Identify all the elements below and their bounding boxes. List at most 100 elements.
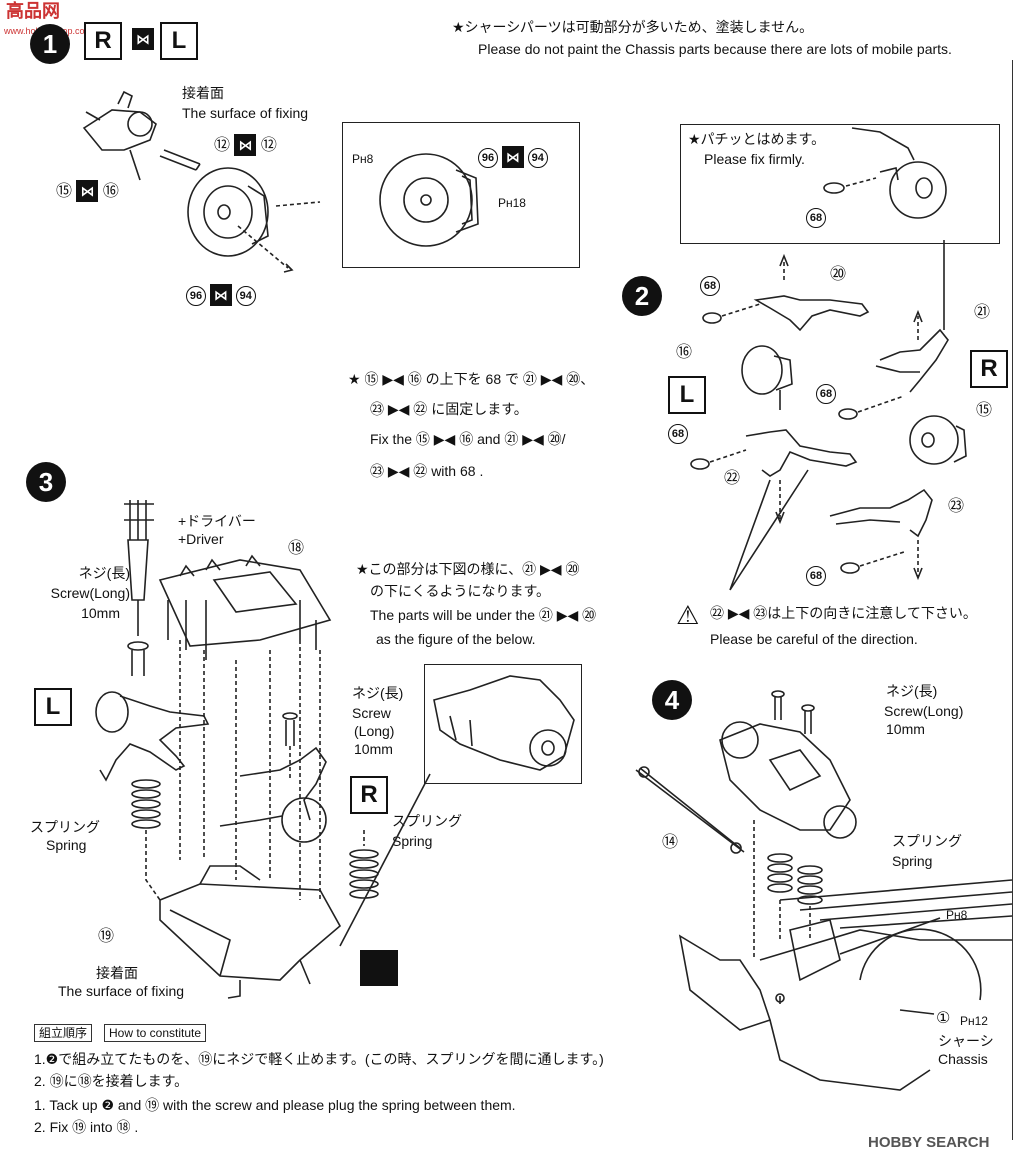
spring-left-drawing — [131, 779, 161, 829]
step3-driver-en: +Driver — [178, 531, 224, 547]
step3-surface-en: The surface of fixing — [58, 983, 185, 999]
order-en-1: 1. Tack up ❷ and ⑲ with the screw and pl… — [34, 1097, 516, 1113]
step3-screw2-en1: Screw — [352, 705, 391, 721]
right-side-label: R — [84, 22, 122, 60]
part-96: 96 — [478, 148, 498, 169]
watermark-logo: 高品网 — [6, 1, 60, 21]
step-1-number: 1 — [30, 24, 70, 64]
step3-screw-mm: 10mm — [81, 605, 120, 621]
step3-note-en1: The parts will be under the ㉑ ▶◀ ⑳ — [370, 607, 597, 623]
step3-part-18: ⑱ — [288, 540, 305, 557]
part-12-a: ⑫ — [214, 137, 231, 154]
step3-spring-jp: スプリング — [30, 819, 100, 835]
step3-spring-en: Spring — [46, 837, 87, 853]
step3-note-jp1: ★この部分は下図の様に、㉑ ▶◀ ⑳ — [356, 561, 580, 577]
step2-part-20: ⑳ — [830, 266, 847, 283]
part-94: 94 — [235, 286, 256, 307]
step3-screw2-jp: ネジ(長) — [352, 685, 404, 701]
step2-arms-drawing — [690, 240, 967, 591]
step4-assembly-drawing — [635, 690, 1013, 1091]
part-16: ⑯ — [102, 183, 119, 200]
step2-caution-en: Please be careful of the direction. — [710, 631, 918, 647]
step4-ph8: Pʜ8 — [946, 908, 968, 922]
order-jp-1: 1.❷で組み立てたものを、⑲にネジで軽く止めます。(この時、スプリングを間に通し… — [34, 1051, 604, 1067]
pair-icon: ⋈ — [501, 146, 524, 168]
step1-inset-disc-drawing — [379, 153, 479, 247]
step3-screw2-mm: 10mm — [354, 741, 393, 757]
step3-spring2-jp: スプリング — [392, 813, 462, 829]
step1-surface-en: The surface of fixing — [182, 105, 309, 121]
pair-icon: ⋈ — [234, 134, 257, 156]
step2-fix-en: Please fix firmly. — [704, 151, 805, 167]
caution-icon: ⚠ — [676, 600, 700, 630]
middle-note-1: ★ ⑮ ▶◀ ⑯ の上下を 68 で ㉑ ▶◀ ⑳、 — [348, 371, 595, 387]
inset-ph18: Pʜ18 — [498, 196, 526, 210]
step2-part-22: ㉒ — [724, 470, 741, 487]
middle-note-2: ㉓ ▶◀ ㉒ に固定します。 — [370, 401, 528, 417]
step3-note-en2: as the figure of the below. — [376, 631, 536, 647]
step1-part-12: ⑫ ⋈ ⑫ — [214, 134, 277, 156]
order-jp-2: 2. ⑲に⑱を接着します。 — [34, 1073, 189, 1089]
inset-part-96-94: 96 ⋈ 94 — [478, 146, 548, 169]
step4-part-1: ① — [936, 1010, 951, 1027]
step2-left-label: L — [668, 376, 706, 414]
step3-screw-jp: ネジ(長) — [78, 565, 130, 581]
step1-surface-jp: 接着面 — [182, 85, 224, 101]
step2-part-68-b: 68 — [816, 384, 836, 405]
part-68: 68 — [806, 208, 826, 229]
step2-part-68-c: 68 — [668, 424, 688, 445]
inset-ph8: Pʜ8 — [352, 152, 374, 166]
glue-icon — [360, 950, 398, 986]
step4-screw-jp: ネジ(長) — [886, 683, 938, 699]
step-4-number: 4 — [652, 680, 692, 720]
step-3-number: 3 — [26, 462, 66, 502]
middle-note-3: Fix the ⑮ ▶◀ ⑯ and ㉑ ▶◀ ⑳/ — [370, 431, 566, 447]
step2-part-68-d: 68 — [806, 566, 826, 587]
part-68: 68 — [806, 566, 826, 587]
step2-part-23: ㉓ — [948, 498, 965, 515]
step4-chassis-jp: シャーシ — [938, 1033, 994, 1049]
step4-screw-en: Screw(Long) — [884, 703, 964, 719]
part-94: 94 — [527, 148, 548, 169]
part-68: 68 — [668, 424, 688, 445]
step2-right-label: R — [970, 350, 1008, 388]
step3-screw2-en2: (Long) — [354, 723, 395, 739]
pair-icon: ⋈ — [132, 28, 154, 50]
part-12-b: ⑫ — [260, 137, 277, 154]
step2-caution-jp: ㉒ ▶◀ ㉓は上下の向きに注意して下さい。 — [710, 605, 977, 621]
step3-left-label: L — [34, 688, 72, 726]
step4-part-14: ⑭ — [662, 834, 679, 851]
part-96: 96 — [186, 286, 206, 307]
step4-screw-mm: 10mm — [886, 721, 925, 737]
step2-part-68-a: 68 — [700, 276, 720, 297]
step2-part-15: ⑮ — [976, 402, 993, 419]
part-68: 68 — [700, 276, 720, 297]
step2-part-21: ㉑ — [974, 304, 991, 321]
header-note-jp: ★シャーシパーツは可動部分が多いため、塗装しません。 — [452, 19, 814, 35]
step3-driver-jp: +ドライバー — [178, 513, 256, 529]
step3-inset-drawing — [433, 675, 575, 771]
spring-step4-drawing — [767, 853, 823, 905]
step3-part-19: ⑲ — [98, 928, 115, 945]
order-en-2: 2. Fix ⑲ into ⑱ . — [34, 1119, 139, 1135]
order-tag-en: How to constitute — [104, 1024, 207, 1042]
step3-assembly-drawing — [95, 500, 431, 999]
step2-inset-drawing — [823, 127, 947, 219]
step3-note-jp2: の下にくるようになります。 — [370, 583, 551, 599]
step1-part-96-94: 96 ⋈ 94 — [186, 284, 256, 307]
step3-screw-en: Screw(Long) — [50, 585, 130, 601]
step2-fix-jp: ★パチッとはめます。 — [688, 131, 826, 147]
pair-icon: ⋈ — [76, 180, 99, 202]
step4-spring-en: Spring — [892, 853, 933, 869]
header-note-en: Please do not paint the Chassis parts be… — [478, 41, 952, 57]
step2-part-68-inset: 68 — [806, 208, 826, 229]
step3-spring2-en: Spring — [392, 833, 433, 849]
order-tag-jp: 組立順序 — [34, 1024, 93, 1042]
left-side-label: L — [160, 22, 198, 60]
spring-right-drawing — [349, 849, 379, 899]
step3-surface-jp: 接着面 — [96, 965, 138, 981]
middle-note-4: ㉓ ▶◀ ㉒ with 68 . — [370, 463, 484, 479]
hobby-search-logo: HOBBY SEARCH — [868, 1134, 990, 1151]
pair-icon: ⋈ — [209, 284, 232, 306]
